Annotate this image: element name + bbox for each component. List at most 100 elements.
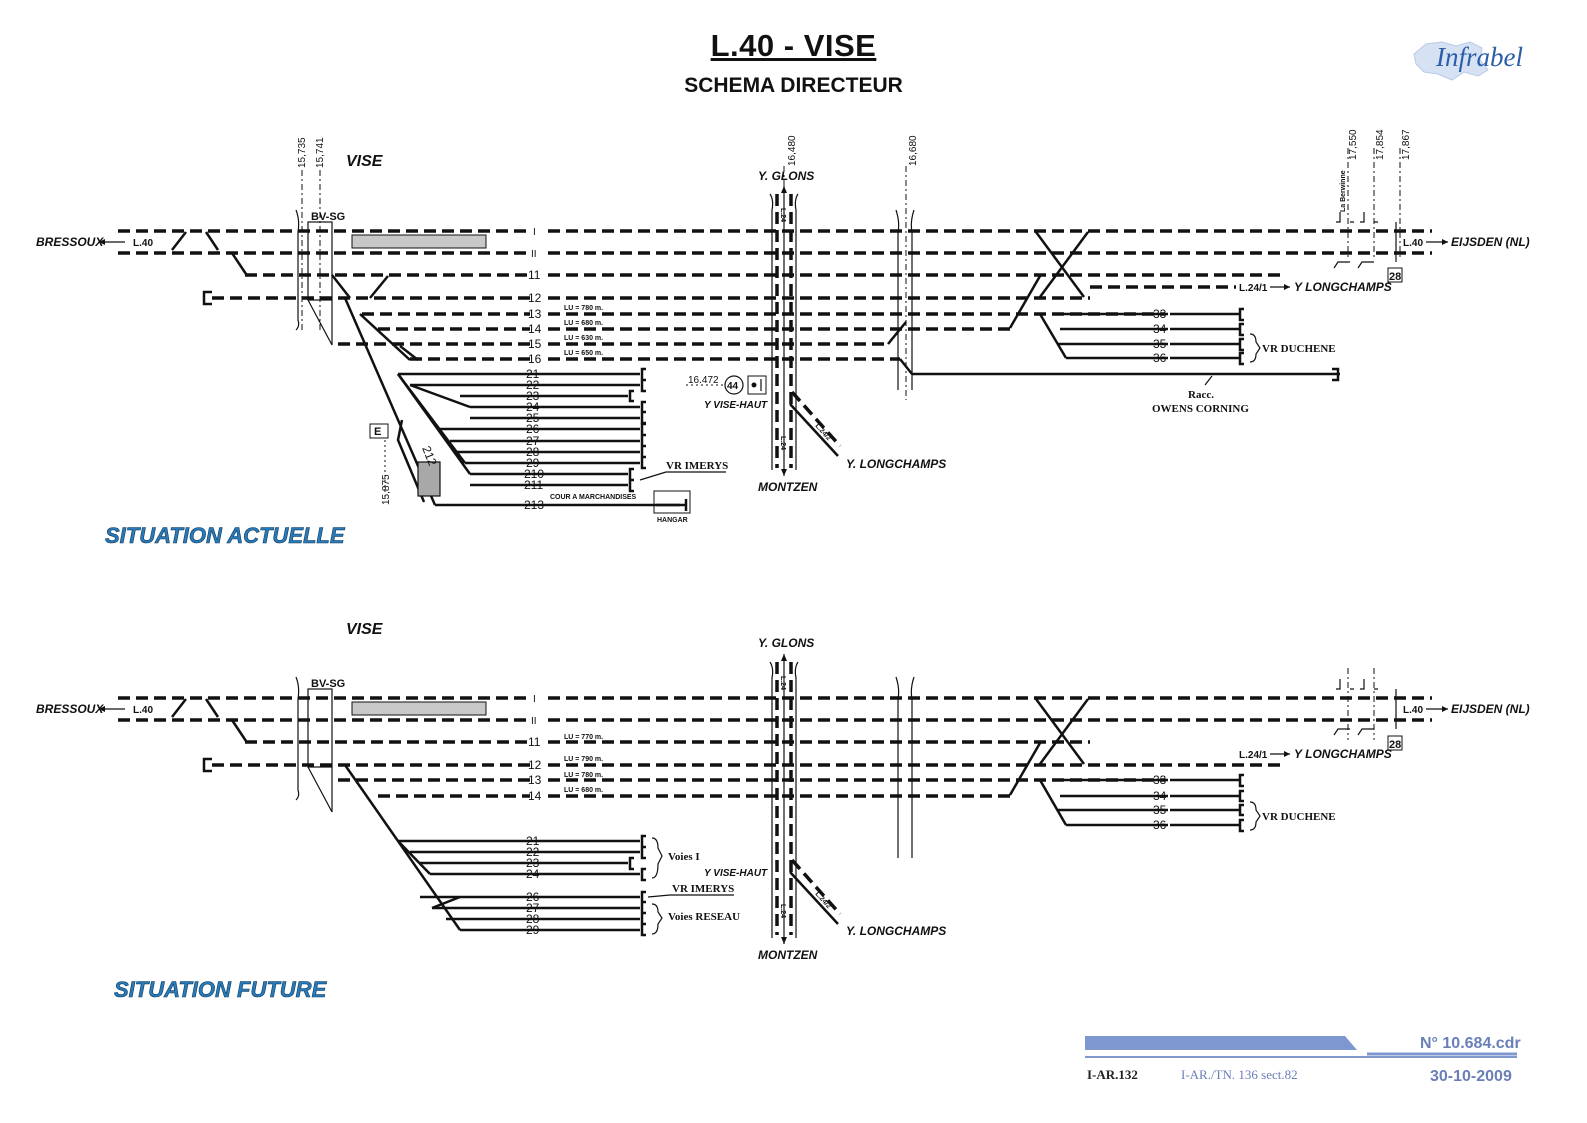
hangar-label: HANGAR [657, 517, 688, 524]
diagram-future: BV-SG I II 11 12 13 14 LU = 770 m. LU = … [36, 621, 1530, 1002]
fyard-23: 23 [526, 856, 540, 870]
y-longchamps-south: Y. LONGCHAMPS [846, 457, 946, 471]
la-berwinne-label: La Berwinne [1340, 170, 1347, 212]
track-15: 15 [528, 337, 542, 351]
station-vise-future: VISE [346, 621, 384, 638]
station-vise-actuelle: VISE [346, 153, 384, 170]
track-11: 11 [528, 268, 541, 282]
l24-lower: L.24 [779, 436, 786, 450]
belgium-map-icon [1413, 41, 1489, 81]
track-I: I [533, 227, 536, 238]
page-subtitle: SCHEMA DIRECTEUR [684, 74, 903, 97]
l241-label: L.24/1 [1239, 283, 1268, 294]
fyard-22: 22 [526, 845, 540, 859]
ftrack-34: 34 [1153, 789, 1167, 803]
vr-duchene-label: VR DUCHENE [1262, 343, 1336, 355]
lu-13: LU = 780 m. [564, 305, 603, 312]
flu-13: LU = 780 m. [564, 772, 603, 779]
y-glons-label-f: Y. GLONS [758, 636, 814, 650]
km-16480: 16,480 [787, 135, 798, 166]
ftrack-11: 11 [528, 735, 541, 749]
l40-west-label-f: L.40 [133, 705, 153, 716]
y-vise-haut: Y VISE-HAUT [704, 400, 768, 411]
fyard-24: 24 [526, 867, 540, 881]
yard-26: 26 [526, 422, 540, 436]
box-28-f: 28 [1389, 739, 1401, 751]
km-15741: 15,741 [315, 137, 326, 168]
km-16680: 16,680 [908, 135, 919, 166]
doc-date: 30-10-2009 [1430, 1068, 1512, 1085]
track-13: 13 [528, 307, 542, 321]
ftrack-12: 12 [528, 758, 542, 772]
yard-210: 210 [524, 467, 544, 481]
ftrack-14: 14 [528, 789, 542, 803]
platform-building-f [351, 701, 487, 716]
future-buffers [628, 834, 646, 937]
racc-label: Racc. [1188, 389, 1214, 401]
bv-sg-label: BV-SG [311, 211, 345, 223]
track-33: 33 [1153, 307, 1167, 321]
track-35: 35 [1153, 337, 1167, 351]
eijsden-label: EIJSDEN (NL) [1451, 235, 1530, 249]
ftrack-36: 36 [1153, 818, 1167, 832]
fyard-28: 28 [526, 912, 540, 926]
voies-reseau-label: Voies RESEAU [668, 911, 740, 923]
footer-bar [1085, 1036, 1357, 1050]
y-longchamps-south-f: Y. LONGCHAMPS [846, 924, 946, 938]
box-28: 28 [1389, 271, 1401, 283]
page-header: L.40 - VISE SCHEMA DIRECTEUR [0, 28, 1587, 98]
track-16: 16 [528, 352, 542, 366]
voies-i-label: Voies I [668, 851, 700, 863]
yard-29: 29 [526, 456, 540, 470]
montzen-label: MONTZEN [758, 480, 818, 494]
l40-east-label-f: L.40 [1403, 705, 1423, 716]
yard-27: 27 [526, 434, 540, 448]
track-34: 34 [1153, 322, 1167, 336]
l40-west-label: L.40 [133, 238, 153, 249]
cour-label: COUR A MARCHANDISES [550, 494, 637, 501]
km-17854: 17,854 [1375, 129, 1386, 160]
km-15875: 15,875 [381, 474, 392, 505]
y-longchamps-east: Y LONGCHAMPS [1294, 280, 1392, 294]
vr-imerys-actuelle: VR IMERYS [666, 460, 728, 472]
l241-label-f: L.24/1 [1239, 750, 1268, 761]
l24-upper: L.24 [779, 208, 786, 222]
yard-24: 24 [526, 400, 540, 414]
track-36: 36 [1153, 351, 1167, 365]
flu-12: LU = 790 m. [564, 756, 603, 763]
ftrack-II: II [531, 716, 537, 727]
yard-213: 213 [524, 498, 544, 512]
y-vise-haut-f: Y VISE-HAUT [704, 868, 768, 879]
fyard-27: 27 [526, 901, 540, 915]
l40-east-label: L.40 [1403, 238, 1423, 249]
ftrack-13: 13 [528, 773, 542, 787]
page-title: L.40 - VISE [710, 28, 877, 63]
track-14: 14 [528, 322, 542, 336]
ftrack-33: 33 [1153, 773, 1167, 787]
bressoux-label: BRESSOUX [36, 235, 104, 249]
yard-22: 22 [526, 378, 540, 392]
track-II: II [531, 249, 537, 260]
bressoux-label-f: BRESSOUX [36, 702, 104, 716]
title-block: N° 10.684.cdr I-AR.132 I-AR./TN. 136 sec… [1085, 1035, 1521, 1085]
ref-iar132: I-AR.132 [1087, 1067, 1138, 1082]
track-12: 12 [528, 291, 542, 305]
flu-14: LU = 680 m. [564, 787, 603, 794]
owens-label: OWENS CORNING [1152, 403, 1249, 415]
doc-number: N° 10.684.cdr [1420, 1035, 1521, 1052]
lu-16: LU = 650 m. [564, 350, 603, 357]
yard-23: 23 [526, 389, 540, 403]
fyard-21: 21 [526, 834, 540, 848]
yard-buffers [628, 367, 646, 493]
fyard-26: 26 [526, 890, 540, 904]
y-longchamps-east-f: Y LONGCHAMPS [1294, 747, 1392, 761]
y-glons-label: Y. GLONS [758, 169, 814, 183]
section-title-actuelle: SITUATION ACTUELLE [105, 523, 346, 548]
km-17867: 17,867 [1401, 129, 1412, 160]
vr-imerys-future: VR IMERYS [672, 883, 734, 895]
yard-25: 25 [526, 411, 540, 425]
signal-44: 44 [727, 381, 739, 392]
box-e: E [374, 426, 381, 438]
